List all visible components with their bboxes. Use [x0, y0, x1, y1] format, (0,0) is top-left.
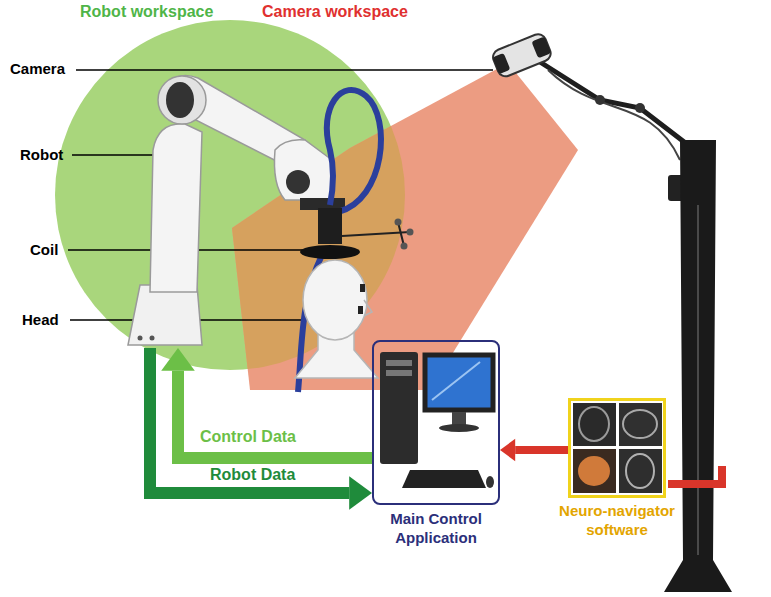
arrow-head	[161, 348, 195, 371]
screen-stand	[452, 412, 466, 426]
tower-drive	[386, 360, 412, 366]
robot-wrist	[274, 140, 332, 200]
part-label: Robot	[20, 146, 63, 163]
head-nose	[364, 300, 372, 316]
robot-joint	[286, 170, 310, 194]
brain-render	[578, 456, 610, 486]
camera-stand	[491, 32, 732, 592]
region-title: Robot workspace	[80, 3, 213, 21]
stand-detail	[697, 205, 699, 555]
robot-dot	[138, 336, 143, 341]
mri-outline	[626, 454, 654, 488]
application-box: Main Control Application	[372, 340, 500, 505]
stand-pole	[664, 140, 732, 592]
part-label: Camera	[10, 60, 65, 77]
robot-base	[128, 285, 202, 345]
edge-label: Control Data	[200, 428, 296, 446]
part-label: Coil	[30, 241, 58, 258]
coil-body	[300, 245, 360, 259]
connector	[150, 348, 372, 510]
software-box: Neuro-navigator software	[568, 398, 666, 498]
mri-view	[619, 449, 662, 493]
marker-ball	[401, 243, 408, 250]
camera-arm	[540, 62, 692, 148]
mri-outline	[623, 410, 657, 438]
screen-base	[439, 424, 479, 432]
coil-mount	[318, 208, 342, 244]
camera-joint	[635, 103, 645, 113]
head-marker	[358, 306, 363, 314]
computer-screen	[425, 355, 493, 410]
region-title: Camera workspace	[262, 3, 408, 21]
edge-label: Robot Data	[210, 466, 295, 484]
marker-ball	[407, 229, 414, 236]
head-marker	[360, 284, 365, 292]
screen-glare	[432, 362, 480, 400]
tower-drive	[386, 370, 412, 376]
robot-dot	[150, 336, 155, 341]
mri-view	[573, 403, 616, 446]
mri-view	[619, 403, 662, 446]
node-caption: Main Control Application	[361, 509, 511, 547]
camera-data-line	[668, 466, 722, 484]
mannequin-head	[295, 260, 378, 378]
camera-cable	[548, 70, 680, 160]
camera-shell	[491, 32, 553, 79]
connector-line	[515, 446, 568, 454]
robot-link	[150, 124, 202, 292]
camera-lens	[531, 36, 551, 58]
connector-line	[150, 348, 349, 493]
coil-cable	[327, 90, 381, 212]
computer-icon	[380, 352, 494, 488]
head-skull	[303, 260, 367, 340]
arrow-head	[349, 476, 372, 510]
mri-view	[573, 449, 616, 493]
marker-ball	[395, 219, 402, 226]
navigator-screens	[573, 403, 662, 493]
arrow-head	[500, 439, 515, 461]
leader-lines	[68, 70, 493, 320]
camera-body	[491, 32, 553, 79]
mri-outline	[579, 407, 609, 441]
connector	[500, 439, 568, 461]
camera-lens	[493, 53, 511, 74]
tms-coil	[298, 90, 414, 392]
leader-line	[76, 69, 493, 71]
computer-tower	[380, 352, 418, 464]
camera-joint	[595, 95, 605, 105]
node-caption: Neuro-navigator software	[542, 501, 692, 539]
robot-joint	[158, 76, 206, 124]
marker-arm	[398, 222, 404, 246]
keyboard	[402, 470, 486, 488]
connector	[161, 348, 372, 458]
part-label: Head	[22, 311, 59, 328]
mouse	[486, 476, 494, 488]
connector-line	[178, 371, 372, 458]
robot-joint	[166, 82, 194, 118]
